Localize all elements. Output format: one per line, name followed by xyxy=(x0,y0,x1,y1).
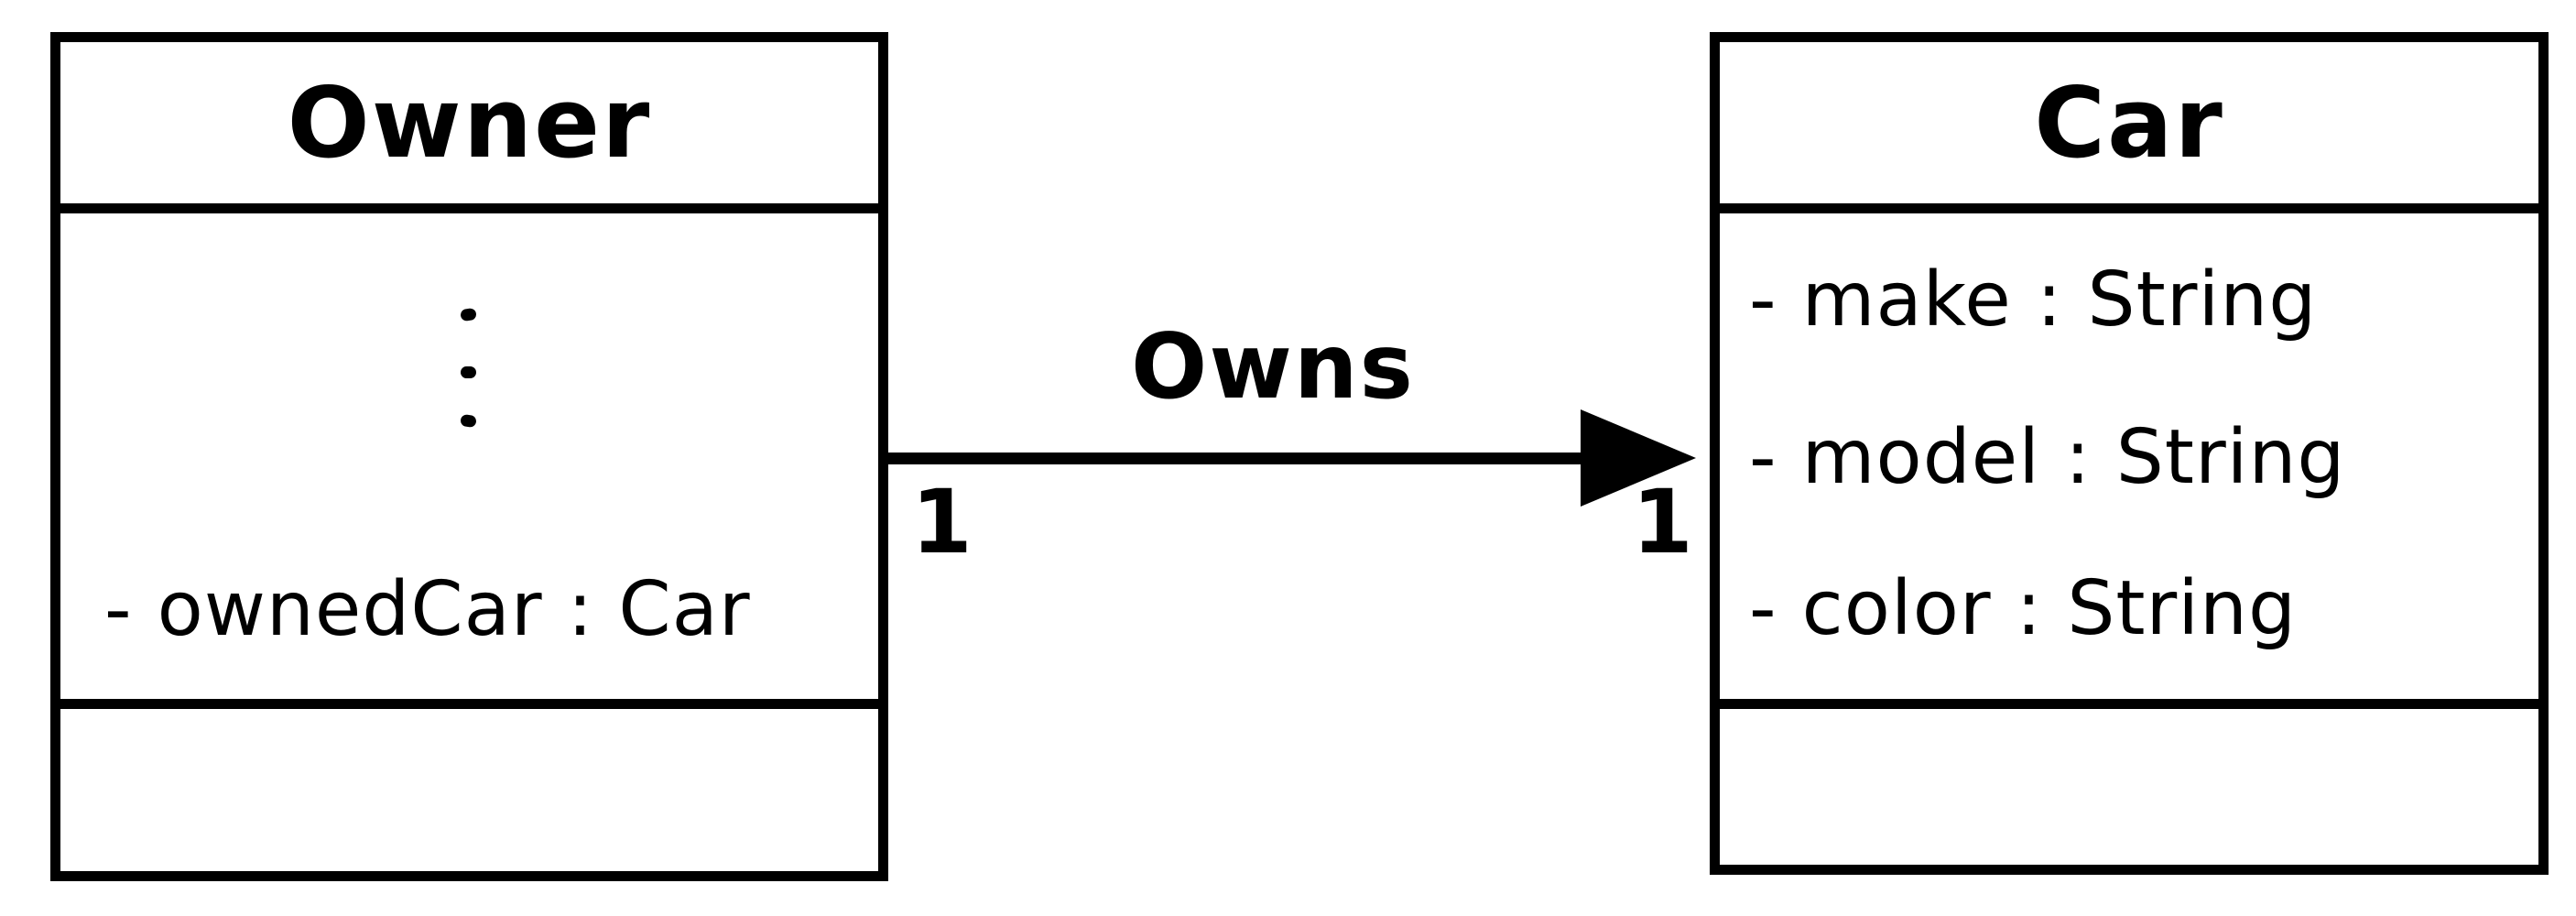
car-methods-compartment xyxy=(1720,709,2538,865)
multiplicity-car-end: 1 xyxy=(1632,471,1693,573)
ellipsis-dot xyxy=(461,366,476,378)
car-attribute-model: - model : String xyxy=(1749,414,2346,501)
car-attribute-color: - color : String xyxy=(1749,565,2298,652)
class-title-compartment: Car xyxy=(1720,42,2538,213)
association-line-owns[interactable] xyxy=(888,453,1586,464)
ellipsis-dot xyxy=(460,307,477,322)
car-attributes-compartment: - make : String - model : String - color… xyxy=(1720,213,2538,709)
owner-attribute-ownedCar: - ownedCar : Car xyxy=(104,566,751,653)
car-attribute-make: - make : String xyxy=(1749,256,2318,344)
owner-methods-compartment xyxy=(60,709,878,871)
vertical-ellipsis-icon xyxy=(460,213,477,699)
class-name-owner: Owner xyxy=(287,66,652,180)
association-arrowhead-icon xyxy=(1581,409,1696,507)
class-title-compartment: Owner xyxy=(60,42,878,213)
class-box-car[interactable]: Car - make : String - model : String - c… xyxy=(1710,32,2549,875)
class-name-car: Car xyxy=(2034,66,2224,180)
association-label-owns: Owns xyxy=(1131,315,1415,420)
multiplicity-owner-end: 1 xyxy=(911,471,973,573)
owner-attributes-compartment: - ownedCar : Car xyxy=(60,213,878,709)
class-box-owner[interactable]: Owner - ownedCar : Car xyxy=(50,32,888,881)
ellipsis-dot xyxy=(460,413,477,429)
